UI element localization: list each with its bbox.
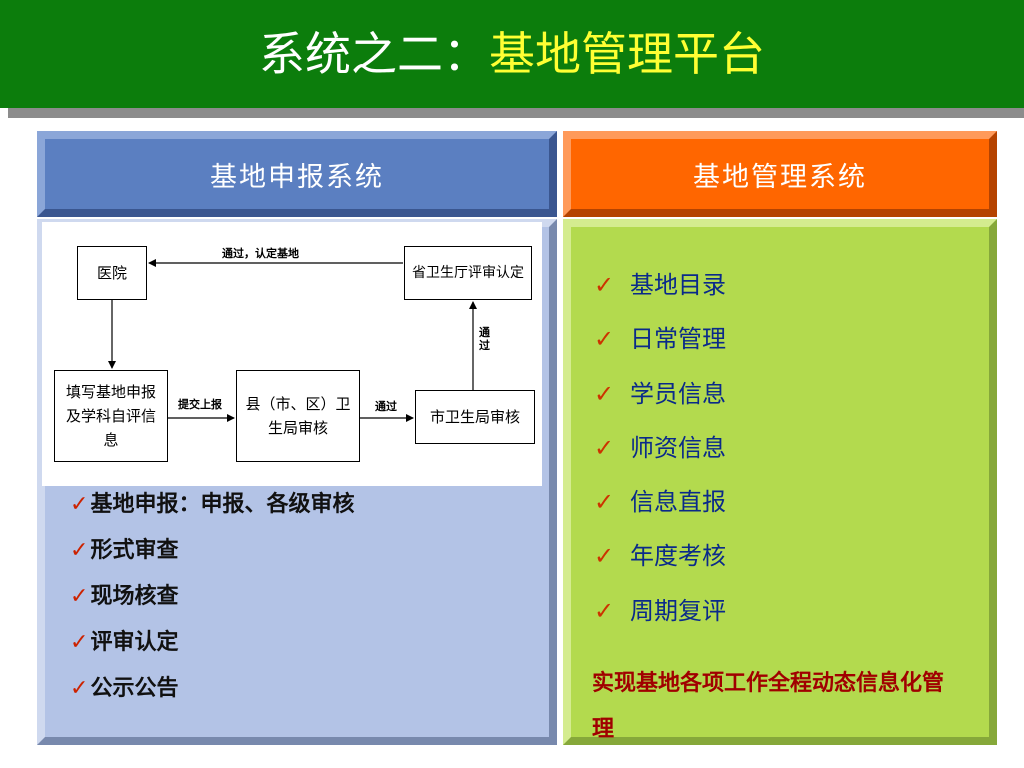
node-fill-application: 填写基地申报及学科自评信息: [54, 370, 168, 462]
summary-text: 实现基地各项工作全程动态信息化管理: [592, 670, 945, 742]
right-panel-title: 基地管理系统: [693, 161, 867, 193]
title-highlight: 基地管理平台: [489, 27, 765, 81]
left-list-item: ✓评审认定: [70, 624, 354, 670]
right-list-item-label: 信息直报: [630, 488, 726, 517]
right-list-item-label: 日常管理: [630, 325, 726, 354]
flow-connectors: [108, 259, 477, 422]
title-bar-shadow: [8, 108, 1024, 118]
title-prefix: 系统之二：: [259, 27, 489, 81]
left-panel-title: 基地申报系统: [210, 161, 384, 193]
check-icon: ✓: [70, 492, 89, 517]
check-icon: ✓: [70, 676, 89, 701]
title-bar: [0, 0, 1024, 108]
slide-title: 系统之二：基地管理平台: [0, 24, 1024, 84]
node-city-review: 市卫生局审核: [415, 390, 535, 444]
right-list-item: ✓ 师资信息: [594, 429, 726, 483]
right-list-item-label: 周期复评: [630, 596, 726, 625]
left-list-item-label: 现场核查: [90, 583, 179, 609]
edge-label-submit-report: 提交上报: [178, 398, 222, 411]
check-icon: ✓: [594, 542, 615, 571]
right-panel-body: [563, 219, 997, 745]
right-list-item: ✓ 基地目录: [594, 266, 726, 320]
right-list-item: ✓ 年度考核: [594, 537, 726, 591]
edge-label-pass-1: 通过: [375, 400, 397, 413]
right-list-item: ✓ 学员信息: [594, 375, 726, 429]
check-icon: ✓: [594, 433, 615, 462]
left-list-item-label: 形式审查: [90, 537, 179, 563]
check-icon: ✓: [594, 596, 615, 625]
node-hospital: 医院: [77, 246, 147, 300]
right-list-item-label: 基地目录: [630, 271, 726, 299]
left-list-item-label: 公示公告: [90, 675, 179, 701]
left-item-list: ✓基地申报：申报、各级审核✓形式审查✓现场核查✓评审认定✓公示公告: [70, 486, 354, 716]
left-list-item: ✓现场核查: [70, 578, 354, 624]
check-icon: ✓: [594, 379, 615, 408]
right-list-item: ✓ 信息直报: [594, 483, 726, 537]
right-list-item: ✓ 周期复评: [594, 592, 726, 646]
left-list-item: ✓形式审查: [70, 532, 354, 578]
check-icon: ✓: [594, 271, 615, 299]
right-list-item: ✓ 日常管理: [594, 320, 726, 374]
left-panel-header: 基地申报系统: [37, 131, 557, 217]
edge-label-approve-recognize: 通过，认定基地: [222, 247, 299, 260]
check-icon: ✓: [70, 584, 89, 609]
node-province-review: 省卫生厅评审认定: [404, 246, 532, 300]
right-list-item-label: 师资信息: [630, 433, 726, 462]
node-county-review: 县（市、区）卫生局审核: [236, 370, 360, 462]
right-list-item-label: 年度考核: [630, 542, 726, 571]
right-item-list: ✓ 基地目录 ✓ 日常管理 ✓ 学员信息 ✓ 师资信息 ✓ 信息直报 ✓ 年度考核 ✓ 周期复评: [594, 266, 726, 646]
left-list-item: ✓公示公告: [70, 670, 354, 716]
right-panel-header: 基地管理系统: [563, 131, 997, 217]
right-list-item-label: 学员信息: [630, 379, 726, 408]
check-icon: ✓: [594, 325, 615, 354]
left-list-item-label: 基地申报：申报、各级审核: [90, 491, 355, 517]
application-flow-diagram: 医院 省卫生厅评审认定 填写基地申报及学科自评信息 县（市、区）卫生局审核 市卫…: [42, 222, 542, 486]
left-list-item: ✓基地申报：申报、各级审核: [70, 486, 354, 532]
check-icon: ✓: [594, 488, 615, 517]
left-list-item-label: 评审认定: [90, 629, 179, 655]
check-icon: ✓: [70, 630, 89, 655]
check-icon: ✓: [70, 538, 89, 563]
edge-label-pass-2: 通过: [479, 326, 490, 352]
